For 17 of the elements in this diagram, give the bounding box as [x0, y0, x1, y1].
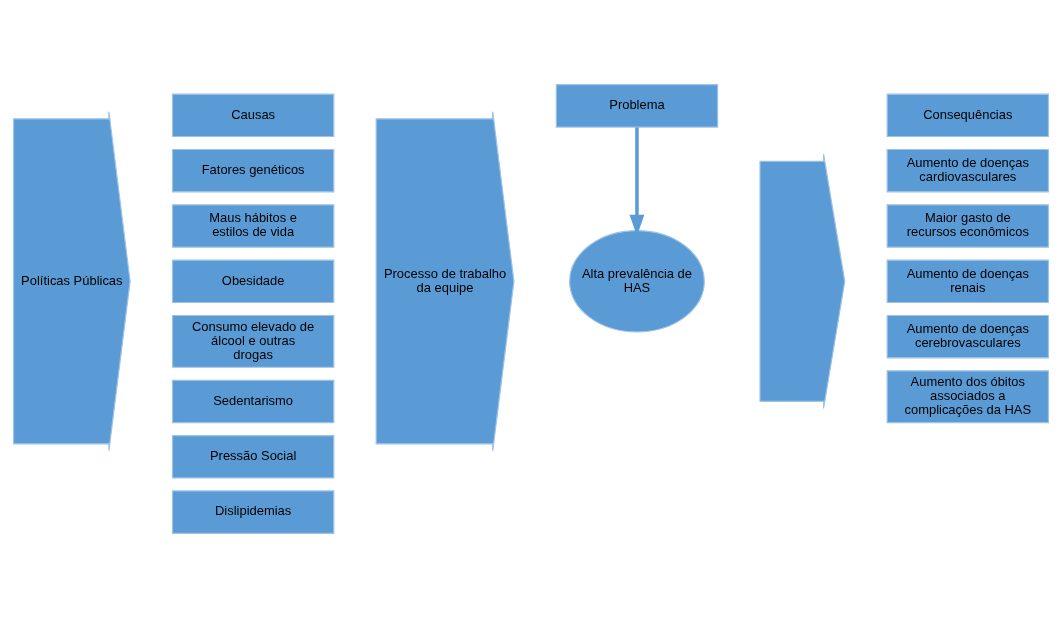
- node-box: Aumento de doenças cardiovasculares: [886, 148, 1050, 192]
- node-box: Aumento dos óbitos associados a complicações da HAS: [886, 369, 1050, 423]
- node-box: Maior gasto de recursos econômicos: [886, 203, 1050, 248]
- node-box: Maus hábitos e estilos de vida: [171, 203, 335, 248]
- node-box: Fatores genéticos: [171, 148, 335, 192]
- node-box: Sedentarismo: [171, 379, 335, 423]
- node-box: Causas: [171, 93, 335, 137]
- node-box: Consumo elevado de álcool e outras drogas: [171, 314, 335, 368]
- node-box: Aumento de doenças cerebrovasculares: [886, 314, 1050, 358]
- node-ellipse: Alta prevalência de HAS: [569, 229, 705, 333]
- node-box: Problema: [555, 83, 719, 128]
- node-arrow: [759, 153, 846, 409]
- node-box: Dislipidemias: [171, 489, 335, 534]
- node-box: Aumento de doenças renais: [886, 259, 1050, 303]
- node-box: Consequências: [886, 93, 1050, 137]
- node-box: Obesidade: [171, 259, 335, 303]
- node-box: Pressão Social: [171, 434, 335, 479]
